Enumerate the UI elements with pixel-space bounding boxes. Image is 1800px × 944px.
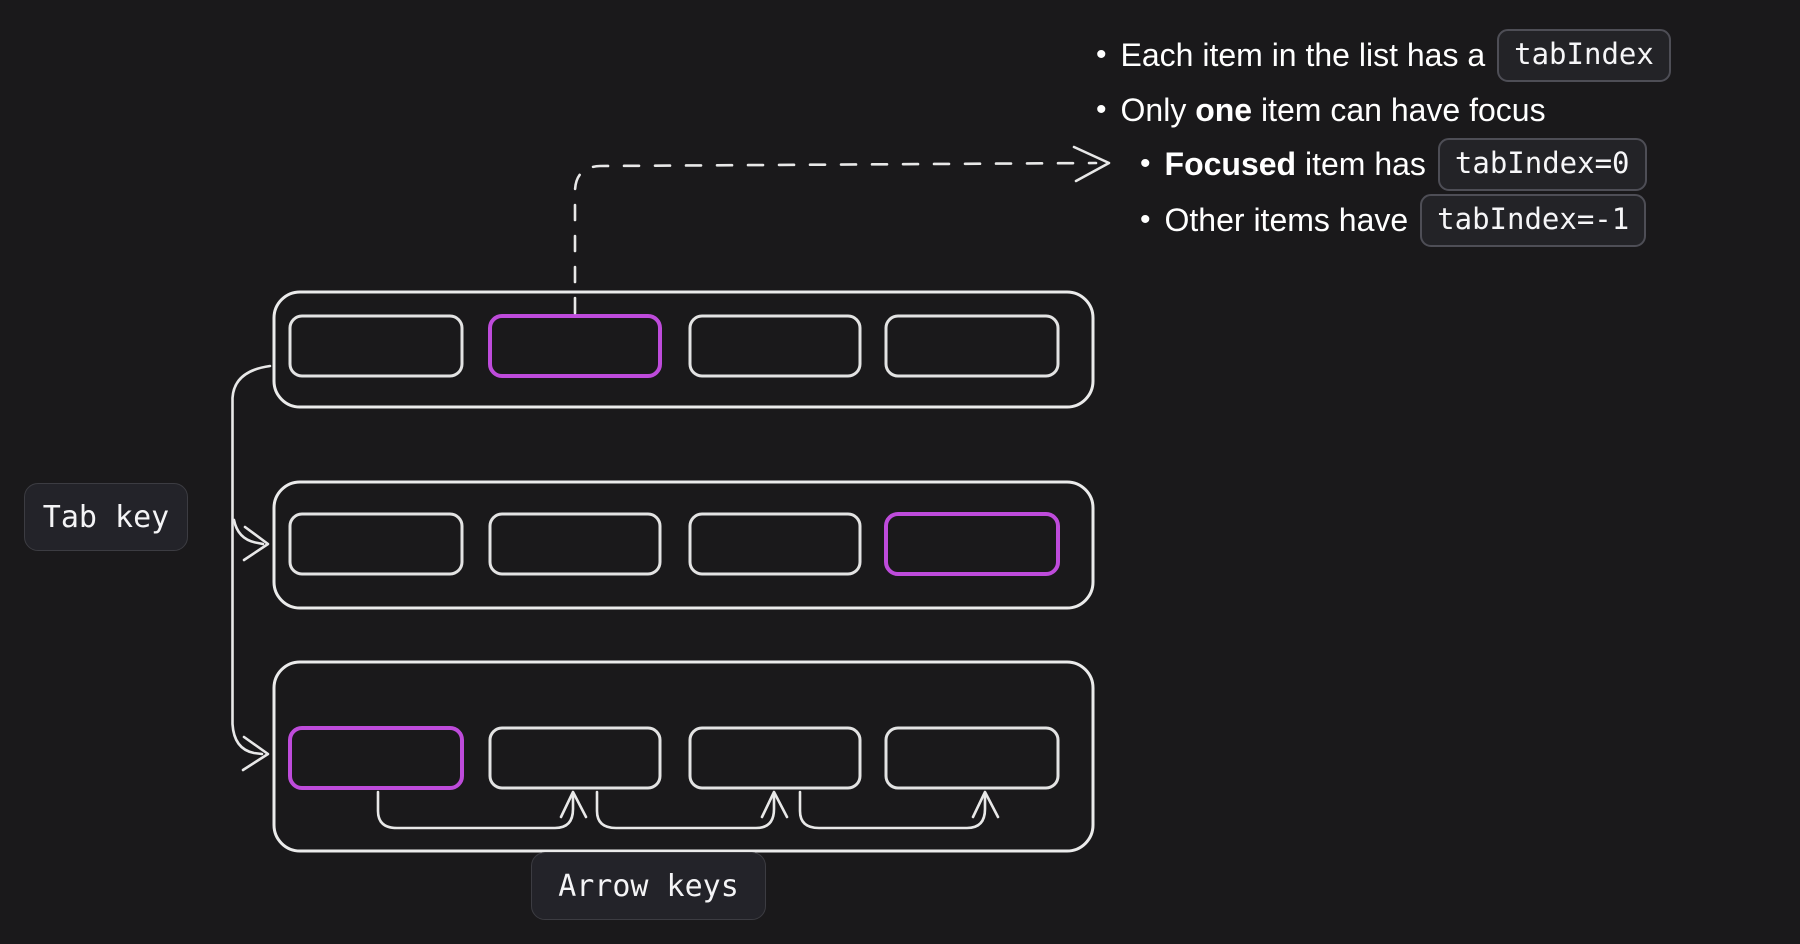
list-3-item-2 bbox=[490, 728, 660, 788]
bullet-text: Only bbox=[1120, 92, 1196, 128]
list-3-container bbox=[274, 662, 1093, 851]
list-1-item-4 bbox=[886, 316, 1058, 376]
bullet-only-one-focus: • Only one item can have focus bbox=[1096, 92, 1546, 128]
list-2-item-1 bbox=[290, 514, 462, 574]
list-2-item-4-focused bbox=[886, 514, 1058, 574]
tab-key-arrow-branch bbox=[234, 520, 263, 544]
dashed-focus-arrow bbox=[575, 147, 1109, 313]
list-3 bbox=[274, 662, 1093, 851]
arrowhead-to-list-3 bbox=[243, 737, 268, 770]
code-chip-tabindex-minus-1: tabIndex=-1 bbox=[1420, 193, 1647, 247]
arc-item2-to-item3 bbox=[597, 792, 774, 828]
bullet-text: Each item in the list has a bbox=[1120, 37, 1486, 73]
arc-item1-to-item2 bbox=[378, 792, 573, 828]
list-1-container bbox=[274, 292, 1093, 407]
arrow-keys-label-text: Arrow keys bbox=[558, 868, 739, 904]
tab-key-arrow-spine bbox=[233, 366, 271, 754]
arc-item3-to-item4 bbox=[800, 792, 985, 828]
bullet-dot: • bbox=[1140, 203, 1151, 236]
bullet-dot: • bbox=[1096, 38, 1107, 71]
code-chip-tabindex: tabIndex bbox=[1497, 28, 1671, 82]
tab-key-label: Tab key bbox=[24, 483, 188, 551]
list-1-item-1 bbox=[290, 316, 462, 376]
arrowhead-item-4 bbox=[973, 792, 998, 817]
tab-key-arrow bbox=[233, 366, 271, 770]
list-1-item-2-focused bbox=[490, 316, 660, 376]
arrow-keys-arcs bbox=[378, 792, 998, 828]
bullet-dot: • bbox=[1096, 93, 1107, 126]
bullet-text: Other items have bbox=[1164, 202, 1409, 238]
list-1-item-3 bbox=[690, 316, 860, 376]
list-3-item-3 bbox=[690, 728, 860, 788]
list-1 bbox=[274, 292, 1093, 407]
code-chip-tabindex-0: tabIndex=0 bbox=[1437, 137, 1647, 191]
tab-key-label-text: Tab key bbox=[42, 499, 170, 535]
list-2-item-2 bbox=[490, 514, 660, 574]
bullet-each-item: • Each item in the list has a tabIndex bbox=[1096, 28, 1671, 82]
arrowhead-to-list-2 bbox=[244, 527, 268, 560]
arrowhead-item-2 bbox=[561, 792, 586, 817]
list-2-container bbox=[274, 482, 1093, 608]
list-2 bbox=[274, 482, 1093, 608]
bullet-other-items: • Other items have tabIndex=-1 bbox=[1140, 193, 1647, 247]
dashed-focus-arrowhead bbox=[1074, 147, 1109, 181]
dashed-focus-arrow-line bbox=[575, 163, 1096, 313]
arrowhead-item-3 bbox=[762, 792, 787, 817]
list-2-item-3 bbox=[690, 514, 860, 574]
bullet-focused-item: • Focused item has tabIndex=0 bbox=[1140, 137, 1647, 191]
arrow-keys-label: Arrow keys bbox=[531, 852, 766, 920]
bullet-dot: • bbox=[1140, 147, 1151, 180]
list-3-item-1-focused bbox=[290, 728, 462, 788]
list-3-item-4 bbox=[886, 728, 1058, 788]
